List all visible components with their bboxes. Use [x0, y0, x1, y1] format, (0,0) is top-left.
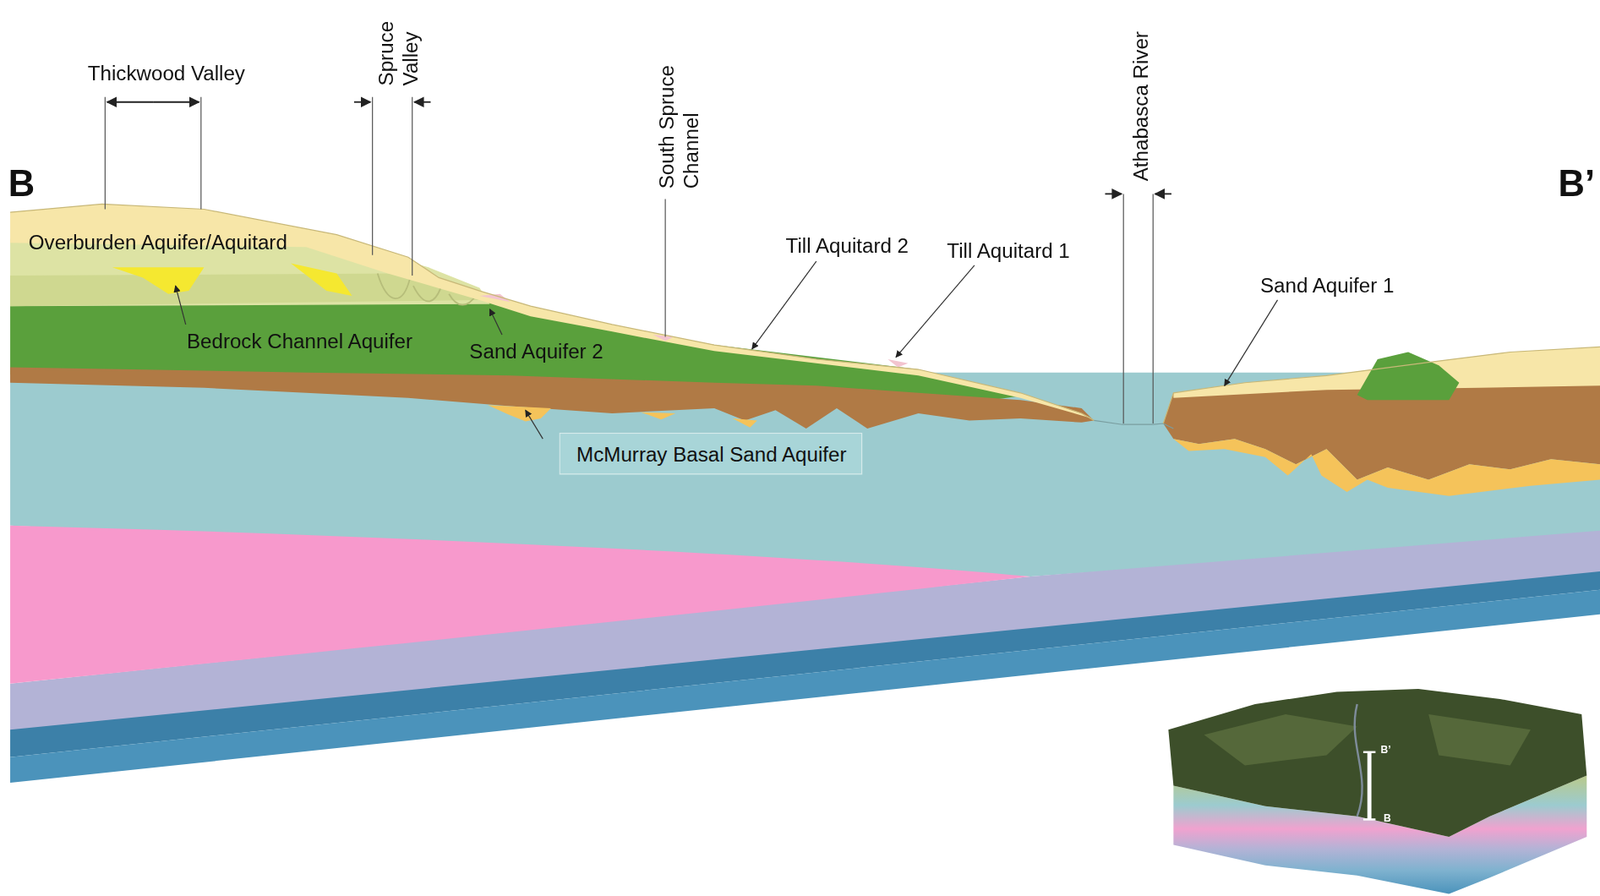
basal-sand — [1173, 438, 1600, 497]
pink-layer — [10, 525, 1031, 684]
leader-lines — [175, 261, 1278, 439]
inset-label: B — [1383, 812, 1392, 825]
unit-label: Sand Aquifer 1 — [1260, 273, 1394, 299]
unit-label: McMurray Basal Sand Aquifer — [576, 442, 846, 467]
river-floor — [1093, 420, 1174, 429]
green-hump — [1357, 352, 1460, 401]
river-label: Athabasca River — [1128, 2, 1153, 181]
unit-label: Till Aquitard 2 — [786, 233, 909, 258]
inset-block — [1168, 688, 1587, 895]
unit-label-box: McMurray Basal Sand Aquifer — [559, 432, 863, 475]
channel-label: South Spruce Channel — [654, 45, 704, 189]
inset-label: B’ — [1380, 743, 1391, 756]
channel-lens — [112, 262, 353, 296]
valley-label: Thickwood Valley — [87, 60, 246, 86]
unit-label: Till Aquitard 1 — [946, 239, 1070, 264]
unit-label: Sand Aquifer 2 — [469, 338, 603, 364]
width-arrows — [107, 102, 1172, 195]
marker-lines — [104, 97, 1153, 424]
unit-label: Bedrock Channel Aquifer — [186, 328, 413, 354]
section-end: B — [8, 163, 35, 204]
valley-label: Spruce Valley — [373, 5, 423, 86]
unit-label: Overburden Aquifer/Aquitard — [28, 229, 288, 255]
ground-surface — [10, 203, 1600, 424]
section-end: B’ — [1558, 163, 1595, 204]
basal-sand — [487, 404, 758, 428]
